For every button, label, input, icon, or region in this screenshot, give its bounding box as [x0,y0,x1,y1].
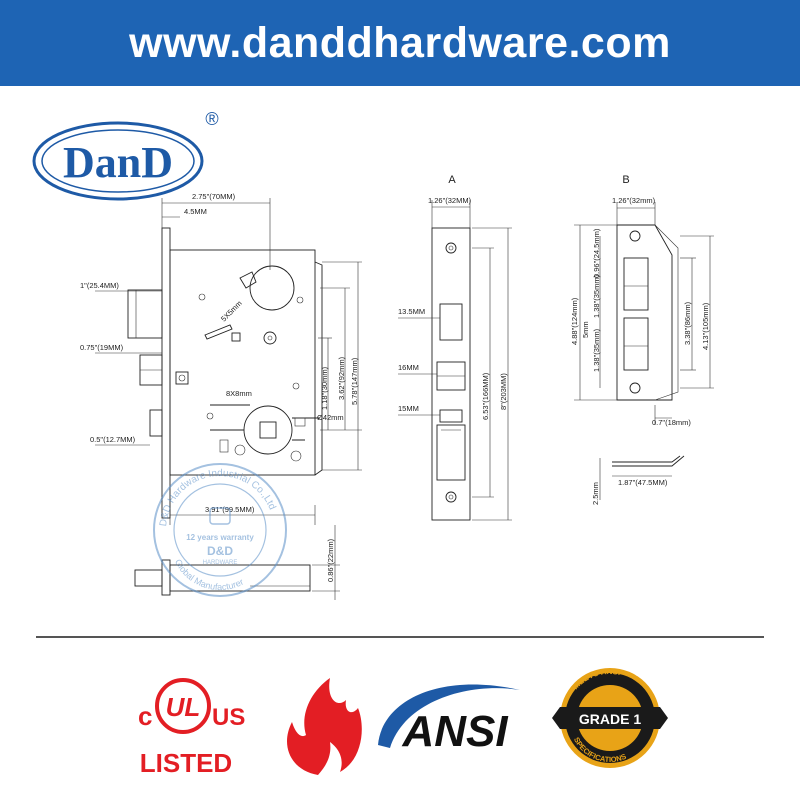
dim-b-d2: 1.38"(35mm) [592,274,601,318]
ansi-grade1-seal: MEETS ANSI SPECIFICATIONS GRADE 1 [552,667,668,768]
grade-text: GRADE 1 [579,711,641,727]
dim-faceplate-offset: 4.5MM [184,207,207,216]
ul-listed-logo: c UL US LISTED [138,678,245,778]
faceplate-view-a: A 1.26"(32MM) 13.5MM 16MM 15MM 6.53"(166… [398,174,512,521]
flame-icon [287,678,362,775]
dim-b-lip: 0.7"(18mm) [652,418,691,427]
label-b: B [622,174,629,186]
seal-sub: HARDWARE [203,560,238,566]
registered-mark: ® [205,109,218,129]
dim-b-strike-t: 2.5mm [591,482,600,505]
company-seal-watermark: D&D Hardware Industrial Co.,Ltd Global M… [153,463,287,597]
header-banner: www.danddhardware.com [0,0,800,86]
certification-logos: c UL US LISTED ANSI MEETS ANSI SPECIFICA… [138,667,668,778]
dim-a-slot3: 15MM [398,404,419,413]
dim-30mm: 1.18"(30mm) [320,366,329,410]
dim-thickness-22: 0.86"(22mm) [326,538,335,582]
dim-a-slot1: 13.5MM [398,307,425,316]
ansi-text: ANSI [401,707,508,756]
seal-brand: D&D [207,544,233,558]
dim-b-105: 4.13"(105mm) [701,302,710,350]
dim-147mm: 5.78"(147mm) [350,357,359,405]
dim-b-width: 1.26"(32mm) [612,196,656,205]
dim-b-124: 4.88"(124mm) [570,297,579,345]
website-url[interactable]: www.danddhardware.com [129,19,671,67]
main-dimension-lines [95,198,362,600]
dim-b-d1: 0.96"(24.5mm) [592,228,601,278]
divider-line [36,636,764,638]
dim-cylinder-dia: Ø42mm [317,413,344,422]
ul-listed: LISTED [140,748,232,778]
ul-mark: UL [166,692,201,722]
dim-a-166: 6.53"(166MM) [481,372,490,420]
dim-spindle-size: 8X8mm [226,389,252,398]
label-a: A [448,174,456,186]
ansi-logo: ANSI [378,684,520,756]
dim-b-86: 3.38"(86mm) [683,301,692,345]
dim-b-strike-len: 1.87"(47.5MM) [618,478,668,487]
dim-a-width: 1.26"(32MM) [428,196,472,205]
lock-body-view [127,227,323,596]
dim-92mm: 3.62"(92mm) [337,356,346,400]
ul-c: c [138,701,152,731]
dim-b-d4: 1.38"(35mm) [592,328,601,372]
ul-us: US [212,704,245,731]
strike-view-b: B 1.26"(32mm) 0.96"(24.5mm) 1.38"(35mm) … [570,174,714,505]
dim-hole-size: 5X5mm [219,299,244,324]
lock-dimension-diagram: 2.75"(70MM) 4.5MM 1"(25.4MM) 0.75"(19MM)… [80,174,714,600]
logo-text: DanD [63,138,173,187]
dim-guard-projection: 0.5"(12.7MM) [90,435,136,444]
seal-warranty: 12 years warranty [186,533,254,542]
dim-b-d3: 5mm [581,321,590,338]
dim-latch-projection: 1"(25.4MM) [80,281,119,290]
dand-logo: DanD ® [32,109,219,201]
dim-backset-total: 2.75"(70MM) [192,192,236,201]
dim-deadbolt-projection: 0.75"(19MM) [80,343,124,352]
dim-a-slot2: 16MM [398,363,419,372]
main-dimension-labels: 2.75"(70MM) 4.5MM 1"(25.4MM) 0.75"(19MM)… [80,192,359,582]
dim-a-203: 8"(203MM) [499,373,508,410]
